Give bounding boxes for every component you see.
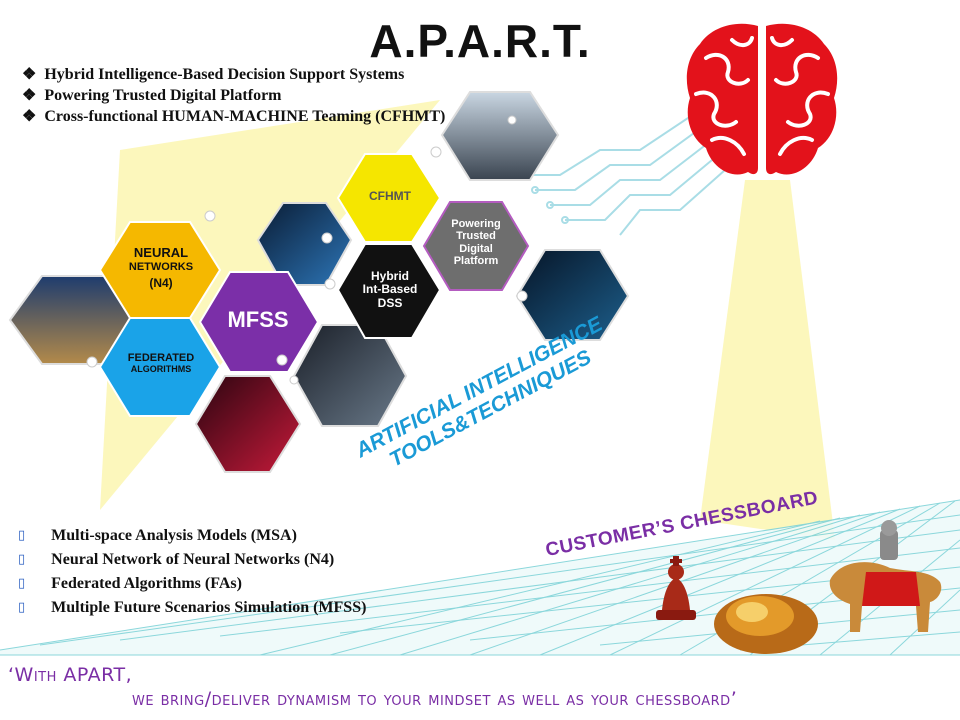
top-bullet-text: Cross-functional HUMAN-MACHINE Teaming (… [44, 108, 446, 125]
page-title: A.P.A.R.T. [369, 15, 591, 67]
cfhmt-hex [336, 153, 442, 243]
hybrid-label-line: Hybrid [370, 269, 409, 283]
brain-icon [686, 23, 838, 175]
hybrid-dss-label: Hybrid Int-Based DSS [350, 269, 430, 310]
neural-label-line: NETWORKS [128, 260, 194, 273]
federated-label-line: ALGORITHMS [130, 364, 192, 375]
powering-label-line: Platform [453, 254, 499, 267]
square-bullet-icon: ▯ [18, 600, 26, 615]
robot-face-image-hex [292, 324, 408, 427]
bottom-bullet-list: ▯ Multi-space Analysis Models (MSA) ▯ Neur… [18, 524, 366, 620]
neural-label-line: NEURAL [133, 245, 189, 260]
explosion-icon [714, 594, 818, 654]
neural-label-line: (N4) [149, 275, 173, 290]
diamond-bullet-icon: ❖ [22, 108, 37, 125]
square-bullet-icon: ▯ [18, 576, 26, 591]
square-bullet-icon: ▯ [18, 528, 26, 543]
quote-line-2: we bring/deliver dynamism to your mindse… [132, 688, 738, 710]
bottom-bullet-text: Federated Algorithms (FAs) [51, 575, 242, 592]
federated-algorithms-label: FEDERATED ALGORITHMS [106, 352, 216, 374]
top-bullet-list: ❖ Hybrid Intelligence-Based Decision Supp… [22, 64, 445, 127]
top-bullet: ❖ Cross-functional HUMAN-MACHINE Teaming … [22, 106, 445, 127]
federated-algorithms-hex [98, 317, 222, 417]
circuit-traces [516, 109, 726, 236]
neural-networks-label: NEURAL NETWORKS (N4) [106, 245, 216, 290]
soldiers-image-hex [440, 91, 560, 181]
chess-pieces [656, 520, 942, 654]
powering-label-line: Powering [451, 218, 501, 230]
small-hex-markers [86, 115, 528, 385]
bottom-bullet: ▯ Federated Algorithms (FAs) [18, 572, 366, 596]
hybrid-dss-hex [336, 243, 442, 339]
top-bullet-text: Hybrid Intelligence-Based Decision Suppo… [44, 66, 405, 83]
powering-hex [422, 201, 530, 291]
powering-label: Powering Trusted Digital Platform [436, 218, 516, 267]
powering-label-line: Trusted [456, 230, 496, 243]
hybrid-label-line: Int-Based [362, 282, 418, 297]
top-bullet: ❖ Hybrid Intelligence-Based Decision Supp… [22, 64, 445, 85]
mfss-hex [198, 271, 320, 373]
bottom-bullet: ▯ Multiple Future Scenarios Simulation (M… [18, 596, 366, 620]
circuit-chip-image-hex [194, 375, 302, 473]
bottom-bullet-text: Multiple Future Scenarios Simulation (MF… [51, 599, 367, 616]
diamond-bullet-icon: ❖ [22, 87, 37, 104]
mfss-label: MFSS [227, 307, 289, 332]
top-bullet-text: Powering Trusted Digital Platform [44, 87, 282, 104]
bottom-bullet-text: Multi-space Analysis Models (MSA) [51, 527, 297, 544]
spotlight-right [700, 180, 835, 540]
bottom-bullet: ▯ Neural Network of Neural Networks (N4) [18, 548, 366, 572]
top-bullet: ❖ Powering Trusted Digital Platform [22, 85, 445, 106]
diamond-bullet-icon: ❖ [22, 66, 37, 83]
cfhmt-label: CFHMT [369, 189, 411, 203]
quote-line-1: ‘With APART, [8, 664, 133, 686]
knight-on-horse-icon [829, 520, 942, 632]
bottom-bullet: ▯ Multi-space Analysis Models (MSA) [18, 524, 366, 548]
chess-king-icon [656, 556, 696, 620]
powering-label-line: Digital [459, 242, 493, 255]
square-bullet-icon: ▯ [18, 552, 26, 567]
bottom-bullet-text: Neural Network of Neural Networks (N4) [51, 551, 335, 568]
federated-label-line: FEDERATED [127, 352, 195, 364]
hybrid-label-line: DSS [377, 295, 403, 310]
